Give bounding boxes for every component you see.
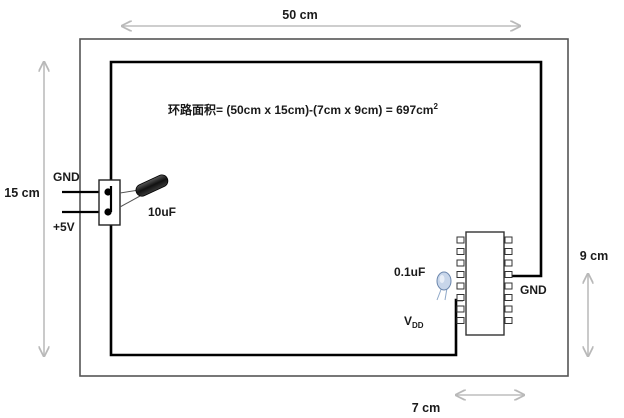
loop-trace <box>109 60 543 278</box>
ic-pin-left-2 <box>456 248 465 255</box>
vdd-subscript: DD <box>412 321 424 330</box>
ic-pin-right-4 <box>504 271 513 278</box>
ic-pin-right-2 <box>504 248 513 255</box>
power-connector <box>98 179 121 226</box>
ic-pin-right-7 <box>504 305 513 313</box>
ic-pin-left-6 <box>456 294 465 301</box>
chip-gnd-label: GND <box>520 283 547 297</box>
ic-pin-right-8 <box>504 317 513 324</box>
return-trace <box>109 212 463 357</box>
small-cap-label: 0.1uF <box>394 265 425 279</box>
ic-pin-right-1 <box>504 236 513 244</box>
big-cap-lead-2 <box>119 195 141 208</box>
connector-pin-5v <box>104 208 112 216</box>
ic-pin-left-4 <box>456 271 465 278</box>
vdd-main: V <box>404 314 412 328</box>
ic-pin-left-3 <box>456 259 465 267</box>
gnd-label: GND <box>53 170 80 184</box>
ic-body <box>465 231 505 336</box>
ic-pin-left-1 <box>456 236 465 244</box>
inner-height-dimension-label: 9 cm <box>580 249 609 263</box>
loop-area-formula: 环路面积= (50cm x 15cm)-(7cm x 9cm) = 697cm2 <box>168 102 438 117</box>
plus5v-label: +5V <box>53 220 75 234</box>
ic-pin-left-8 <box>456 317 465 324</box>
height-dimension-label: 15 cm <box>4 186 39 200</box>
board-outline <box>79 38 569 377</box>
ic-chip <box>456 231 513 336</box>
inner-width-dimension-label: 7 cm <box>412 401 441 415</box>
formula-superscript: 2 <box>433 102 438 111</box>
ic-pin-right-6 <box>504 294 513 301</box>
big-cap-label: 10uF <box>148 205 176 219</box>
ic-pin-right-5 <box>504 282 513 290</box>
formula-text: 环路面积= (50cm x 15cm)-(7cm x 9cm) = 697cm <box>168 102 433 117</box>
width-dimension-label: 50 cm <box>282 8 317 22</box>
ic-pin-left-7 <box>456 305 465 313</box>
big-capacitor <box>135 174 169 197</box>
ic-pin-right-3 <box>504 259 513 267</box>
connector-pin-gnd <box>104 188 112 196</box>
ic-pin-left-5 <box>456 282 465 290</box>
small-capacitor <box>436 271 452 301</box>
vdd-label: VDD <box>404 314 424 330</box>
